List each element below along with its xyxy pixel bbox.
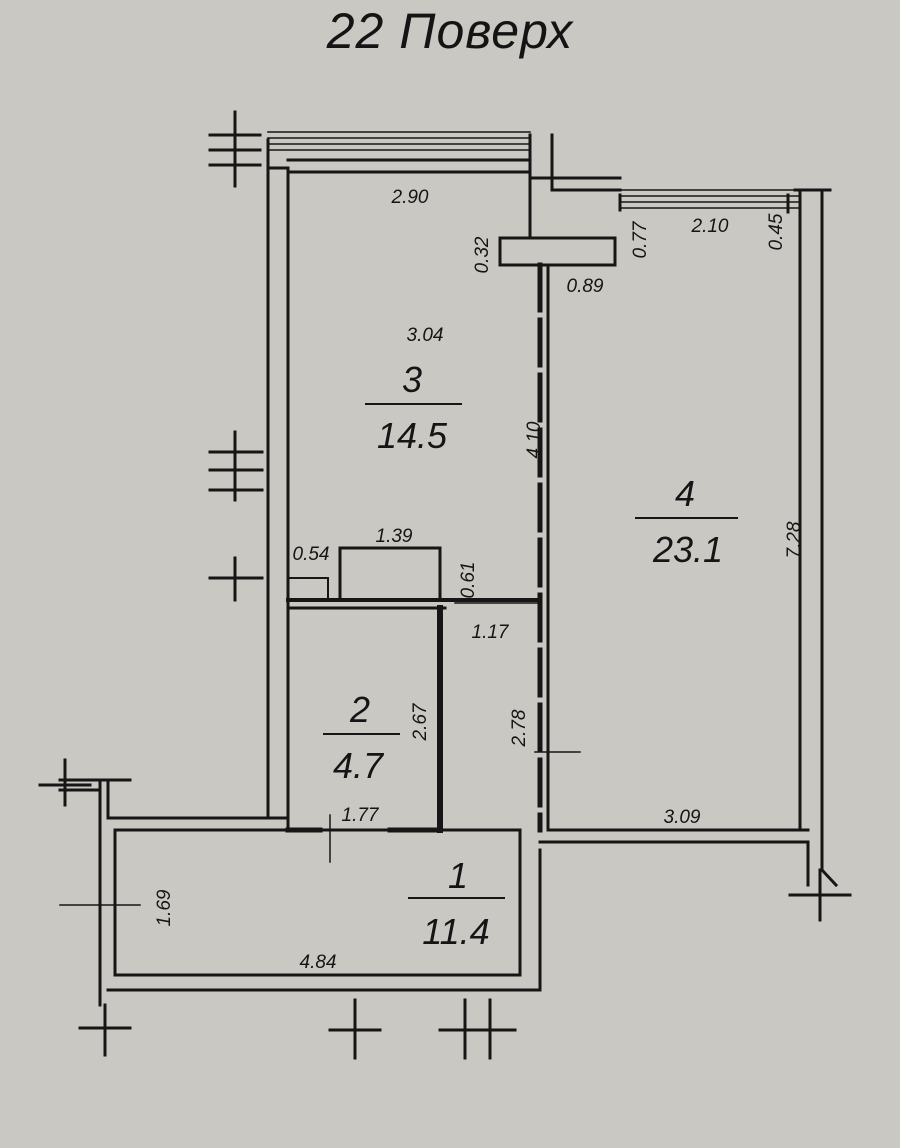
room-4-area: 23.1 bbox=[652, 529, 723, 570]
dim-room4-length: 7.28 bbox=[784, 521, 805, 558]
room-2-area: 4.7 bbox=[333, 745, 385, 786]
room-4-label: 4 23.1 bbox=[635, 473, 738, 570]
dim-balcony-width: 2.10 bbox=[691, 216, 729, 237]
dim-room3-depth: 3.04 bbox=[407, 325, 444, 346]
room-3-label: 3 14.5 bbox=[365, 359, 462, 456]
room-3-number: 3 bbox=[402, 359, 422, 400]
dim-closet-depth: 0.61 bbox=[458, 562, 479, 599]
room-1-label: 1 11.4 bbox=[408, 855, 505, 952]
room-1-area: 11.4 bbox=[422, 911, 489, 952]
window-top-right bbox=[619, 189, 801, 209]
dim-opening-width: 0.89 bbox=[567, 276, 604, 297]
dim-pier-width: 0.45 bbox=[766, 213, 787, 250]
dim-room2-height: 2.67 bbox=[410, 702, 431, 741]
dimension-labels: 2.90 3.04 4.10 0.32 0.89 0.77 2.10 0.45 … bbox=[154, 187, 805, 973]
dim-room2-width: 1.77 bbox=[342, 805, 380, 826]
room-2-number: 2 bbox=[349, 689, 370, 730]
dim-room2-top: 1.17 bbox=[472, 622, 510, 643]
interior-walls bbox=[285, 170, 790, 833]
room-3-area: 14.5 bbox=[377, 415, 448, 456]
window-top-left bbox=[267, 131, 532, 162]
dim-room3-width: 2.90 bbox=[391, 187, 429, 208]
dim-room3-length: 4.10 bbox=[524, 421, 545, 458]
room-2-label: 2 4.7 bbox=[323, 689, 400, 786]
dim-niche-depth: 0.32 bbox=[472, 236, 493, 273]
dim-room4-width: 3.09 bbox=[664, 807, 701, 828]
dim-closet-small: 0.54 bbox=[293, 544, 330, 565]
dim-closet-width: 1.39 bbox=[376, 526, 413, 547]
dim-balcony-depth: 0.77 bbox=[630, 220, 651, 258]
room-4-number: 4 bbox=[675, 473, 695, 514]
floor-title: 22 Поверх bbox=[326, 3, 574, 59]
dim-hall-length: 4.84 bbox=[300, 952, 337, 973]
dim-corridor-segment: 2.78 bbox=[509, 709, 530, 747]
axis-markers bbox=[38, 110, 852, 1060]
dim-hall-depth: 1.69 bbox=[154, 889, 175, 926]
outer-walls bbox=[58, 133, 839, 1007]
room-1-number: 1 bbox=[448, 855, 468, 896]
